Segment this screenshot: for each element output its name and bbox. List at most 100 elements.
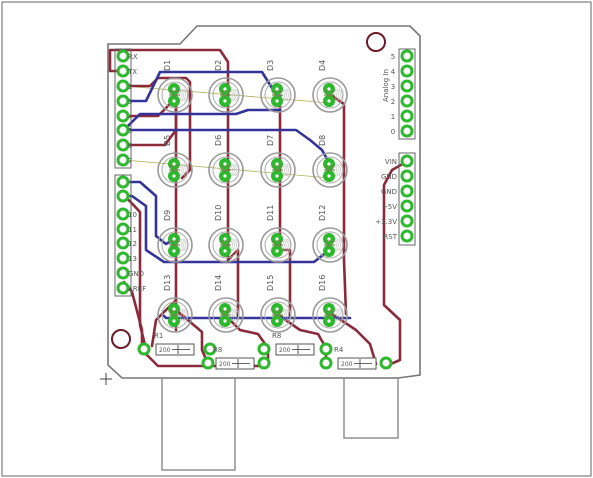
header-pin-pad: [116, 251, 130, 265]
red-traces: [108, 48, 408, 370]
header-pin-label: 11: [128, 226, 137, 234]
header-pin-pad: [116, 49, 130, 63]
power-pin-pad: [400, 169, 414, 183]
resistor-value-label: 200: [279, 347, 291, 354]
analog-pin-label: 5: [391, 53, 395, 61]
header-pin-pad: [116, 207, 130, 221]
analog-pin-pad: [400, 49, 414, 63]
led-ref-label: D2: [214, 60, 223, 71]
led-footprint: D13: [157, 275, 193, 333]
header-pin-label: RX: [128, 53, 138, 61]
power-pin-pad: [400, 199, 414, 213]
header-pin-label: 6: [128, 142, 133, 150]
header-pin-pad: [116, 79, 130, 93]
header-pin-pad: [116, 64, 130, 78]
led-footprint: D6: [208, 135, 244, 188]
power-jack-outline: [343, 377, 399, 439]
analog-pin-label: 3: [391, 83, 395, 91]
led-ref-label: D14: [214, 275, 223, 291]
usb-connector-outline: [161, 377, 236, 471]
resistor-pad: [319, 342, 333, 356]
board-outline: [107, 25, 421, 379]
analog-pin-label: 0: [391, 128, 395, 136]
resistor-ref-label: R1: [154, 332, 163, 340]
analog-pin-label: 4: [391, 68, 396, 76]
analog-title: Analog In: [382, 69, 390, 102]
resistor-footprint: R1 200: [137, 332, 217, 356]
resistor-footprint: R4 200: [319, 346, 393, 370]
header-pin-pad: [116, 94, 130, 108]
resistor-footprint: R8 200: [201, 346, 271, 370]
resistors: R1 200 R8 200 R8 200 R4 200: [137, 332, 393, 370]
led-footprint: D9: [157, 210, 193, 263]
led-ref-label: D3: [266, 60, 275, 71]
analog-header-frame: [398, 48, 416, 140]
led-footprint: D8: [312, 135, 348, 188]
resistor-ref-label: R4: [334, 346, 344, 354]
header-pin-label: 4: [128, 113, 133, 121]
header-pin-pad: [116, 153, 130, 167]
header-pin-pad: [116, 109, 130, 123]
power-header-frame: [398, 152, 416, 246]
header-pin-label: 3: [128, 98, 132, 106]
power-pin-pad: [400, 184, 414, 198]
led-footprint: D14: [208, 275, 244, 333]
led-ref-label: D9: [163, 210, 172, 221]
analog-pin-label: 2: [391, 98, 395, 106]
resistor-value-label: 200: [341, 361, 353, 368]
led-footprint: D7: [260, 135, 296, 188]
resistor-value-label: 200: [219, 361, 231, 368]
led-footprint: D1: [157, 60, 193, 113]
power-pin-pad: [400, 154, 414, 168]
header-pin-pad: [116, 222, 130, 236]
header-pin-label: TX: [127, 68, 137, 76]
header-pin-label: GND: [128, 270, 144, 278]
resistor-ref-label: R8: [272, 332, 281, 340]
led-ref-label: D8: [318, 135, 327, 146]
led-footprint: D2: [208, 60, 244, 113]
resistor-ref-label: R8: [213, 346, 222, 354]
led-footprint: D12: [312, 205, 348, 263]
resistor-pad: [379, 356, 393, 370]
led-ref-label: D12: [318, 205, 327, 221]
power-pin-pad: [400, 229, 414, 243]
led-ref-label: D16: [318, 275, 327, 291]
header-pin-pad: [116, 123, 130, 137]
power-pin-label: RST: [383, 233, 397, 241]
analog-pin-pad: [400, 109, 414, 123]
led-ref-label: D1: [163, 60, 172, 71]
header-pin-label: 13: [128, 255, 137, 263]
led-ref-label: D7: [266, 135, 275, 146]
header-pin-label: 12: [128, 240, 137, 248]
led-ref-label: D11: [266, 205, 275, 221]
analog-pin-pad: [400, 79, 414, 93]
analog-pin-pad: [400, 94, 414, 108]
blue-traces: [122, 70, 352, 320]
power-pin-label: +5V: [382, 203, 397, 211]
power-pin-label: GND: [381, 188, 397, 196]
resistor-value-label: 200: [159, 347, 171, 354]
resistor-footprint: R8 200: [257, 332, 333, 356]
led-ref-label: D5: [163, 135, 172, 146]
led-footprint: D11: [260, 205, 296, 263]
power-pin-label: +3.3V: [375, 218, 397, 226]
header-pin-pad: [116, 281, 130, 295]
resistor-pad: [203, 342, 217, 356]
led-footprint: D4: [312, 60, 348, 113]
analog-pin-pad: [400, 124, 414, 138]
header-pin-label: 2: [128, 83, 132, 91]
header-pin-label: AREF: [128, 285, 146, 293]
resistor-pad: [257, 356, 271, 370]
header-pin-pad: [116, 266, 130, 280]
resistor-pad: [137, 342, 151, 356]
led-ref-label: D10: [214, 205, 223, 221]
header-pin-pad: [116, 236, 130, 250]
power-pin-pad: [400, 214, 414, 228]
led-footprint: D10: [208, 205, 244, 263]
